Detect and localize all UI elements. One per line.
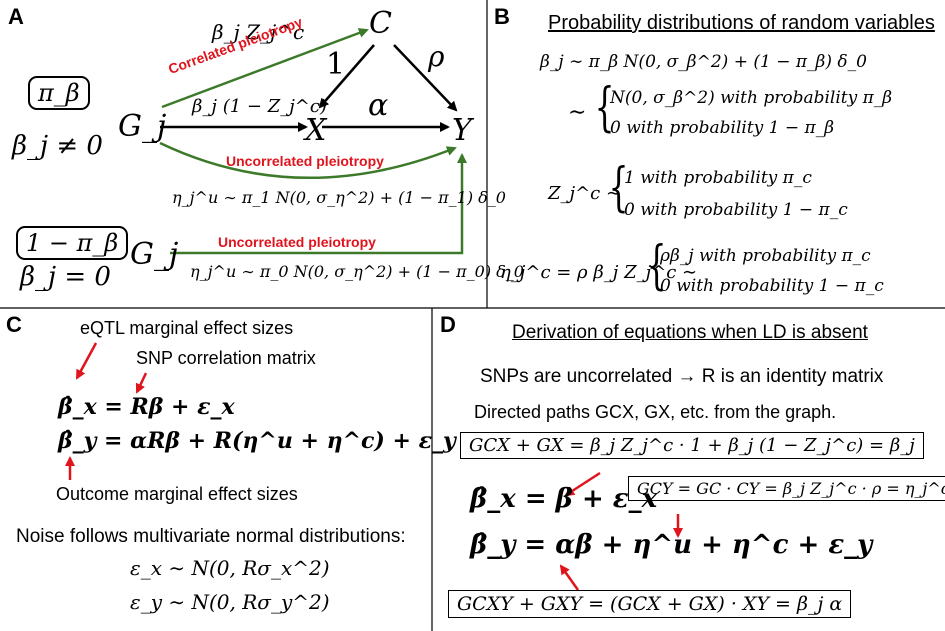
prob-box-one-minus-pi: 1 − π_β — [16, 226, 129, 260]
label-uncorrelated-pleiotropy-2: Uncorrelated pleiotropy — [218, 234, 376, 250]
sim-symbol: ∼ — [568, 100, 587, 125]
panel-b-title: Probability distributions of random vari… — [548, 12, 935, 34]
eq-d-beta-y-hat: β̂_y = αβ + η^u + η^c + ε_y — [470, 530, 873, 560]
eq-z-case-1: 1 with probability π_c — [624, 168, 812, 188]
eq-beta-case-2: 0 with probability 1 − π_β — [610, 118, 835, 138]
node-g-second: G_j — [130, 237, 179, 272]
prob-box-pi-beta: π_β — [28, 76, 90, 110]
eq-eta-u-pi0: η_j^u ∼ π_0 N(0, σ_η^2) + (1 − π_0) δ_0 — [190, 262, 524, 281]
eq-beta-case-1: N(0, σ_β^2) with probability π_β — [610, 88, 893, 108]
cond-beta-zero: β_j = 0 — [20, 262, 111, 292]
eq-z-lhs: Z_j^c ∼ — [548, 183, 622, 204]
arrow-c-to-x — [318, 44, 375, 109]
brace-eta: { — [646, 236, 667, 296]
eq-epsilon-y: ε_y ∼ N(0, Rσ_y^2) — [130, 590, 330, 614]
brace-beta: { — [594, 78, 615, 138]
noise-description: Noise follows multivariate normal distri… — [16, 526, 406, 547]
edge-label-alpha: α — [368, 88, 389, 123]
box-gcxy-gxy: GCXY + GXY = (GCX + GX) · XY = β_j α — [448, 590, 852, 618]
label-snp-correlation: SNP correlation matrix — [136, 348, 316, 368]
node-x: X — [305, 113, 327, 148]
eq-epsilon-x: ε_x ∼ N(0, Rσ_x^2) — [130, 556, 330, 580]
brace-z: { — [608, 158, 629, 218]
panel-b-letter: B — [494, 4, 510, 29]
red-arrow-snp — [135, 372, 148, 394]
panel-a-letter: A — [8, 4, 24, 29]
arrow-g-to-c — [161, 28, 369, 109]
edge-label-beta-z: β_j Z_j^c — [212, 20, 305, 44]
eq-eta-case-2: 0 with probability 1 − π_c — [660, 276, 884, 296]
red-arrow-eqtl — [75, 342, 98, 380]
label-uncorrelated-pleiotropy-1: Uncorrelated pleiotropy — [226, 153, 384, 169]
edge-label-rho: ρ — [428, 40, 445, 73]
box-gcx-gx: GCX + GX = β_j Z_j^c · 1 + β_j (1 − Z_j^… — [460, 432, 924, 459]
eq-z-case-2: 0 with probability 1 − π_c — [624, 200, 848, 220]
panel-d-title: Derivation of equations when LD is absen… — [512, 322, 868, 343]
snp-uncorrelated-line: SNPs are uncorrelated → R is an identity… — [480, 366, 884, 387]
eq-beta-y-hat: β̂_y = αRβ + R(η^u + η^c) + ε_y — [58, 428, 456, 454]
eq-eta-c-lhs: η_j^c = ρ β_j Z_j^c ∼ — [500, 262, 698, 283]
edge-label-one: 1 — [326, 47, 346, 82]
directed-paths-line: Directed paths GCX, GX, etc. from the gr… — [474, 402, 837, 422]
node-y: Y — [452, 113, 472, 148]
eq-beta-distribution: β_j ∼ π_β N(0, σ_β^2) + (1 − π_β) δ_0 — [540, 52, 867, 72]
arrow-g2-to-y — [170, 153, 467, 255]
edge-label-beta-1-z: β_j (1 − Z_j^c) — [192, 96, 327, 117]
panel-d-letter: D — [440, 312, 456, 337]
arrow-c-to-y — [393, 44, 458, 112]
red-arrow-d1 — [564, 471, 601, 497]
eq-beta-x-hat: β̂_x = Rβ + ε_x — [58, 394, 235, 420]
arrow-g-to-y-curve — [159, 141, 457, 179]
node-g: G_j — [118, 109, 167, 144]
eq-d-beta-x-hat: β̂_x = β + ε_x — [470, 484, 658, 514]
eq-eta-case-1: ρβ_j with probability π_c — [660, 246, 871, 266]
red-arrow-d3 — [559, 564, 580, 591]
box-gcy: GCY = GC · CY = β_j Z_j^c · ρ = η_j^c — [628, 476, 945, 501]
node-c: C — [369, 6, 392, 41]
eq-eta-u-pi1: η_j^u ∼ π_1 N(0, σ_η^2) + (1 − π_1) δ_0 — [172, 188, 506, 207]
panel-c-letter: C — [6, 312, 22, 337]
label-eqtl-effect-sizes: eQTL marginal effect sizes — [80, 318, 294, 338]
cond-beta-nonzero: β_j ≠ 0 — [12, 131, 103, 161]
label-outcome-effect-sizes: Outcome marginal effect sizes — [56, 484, 298, 504]
